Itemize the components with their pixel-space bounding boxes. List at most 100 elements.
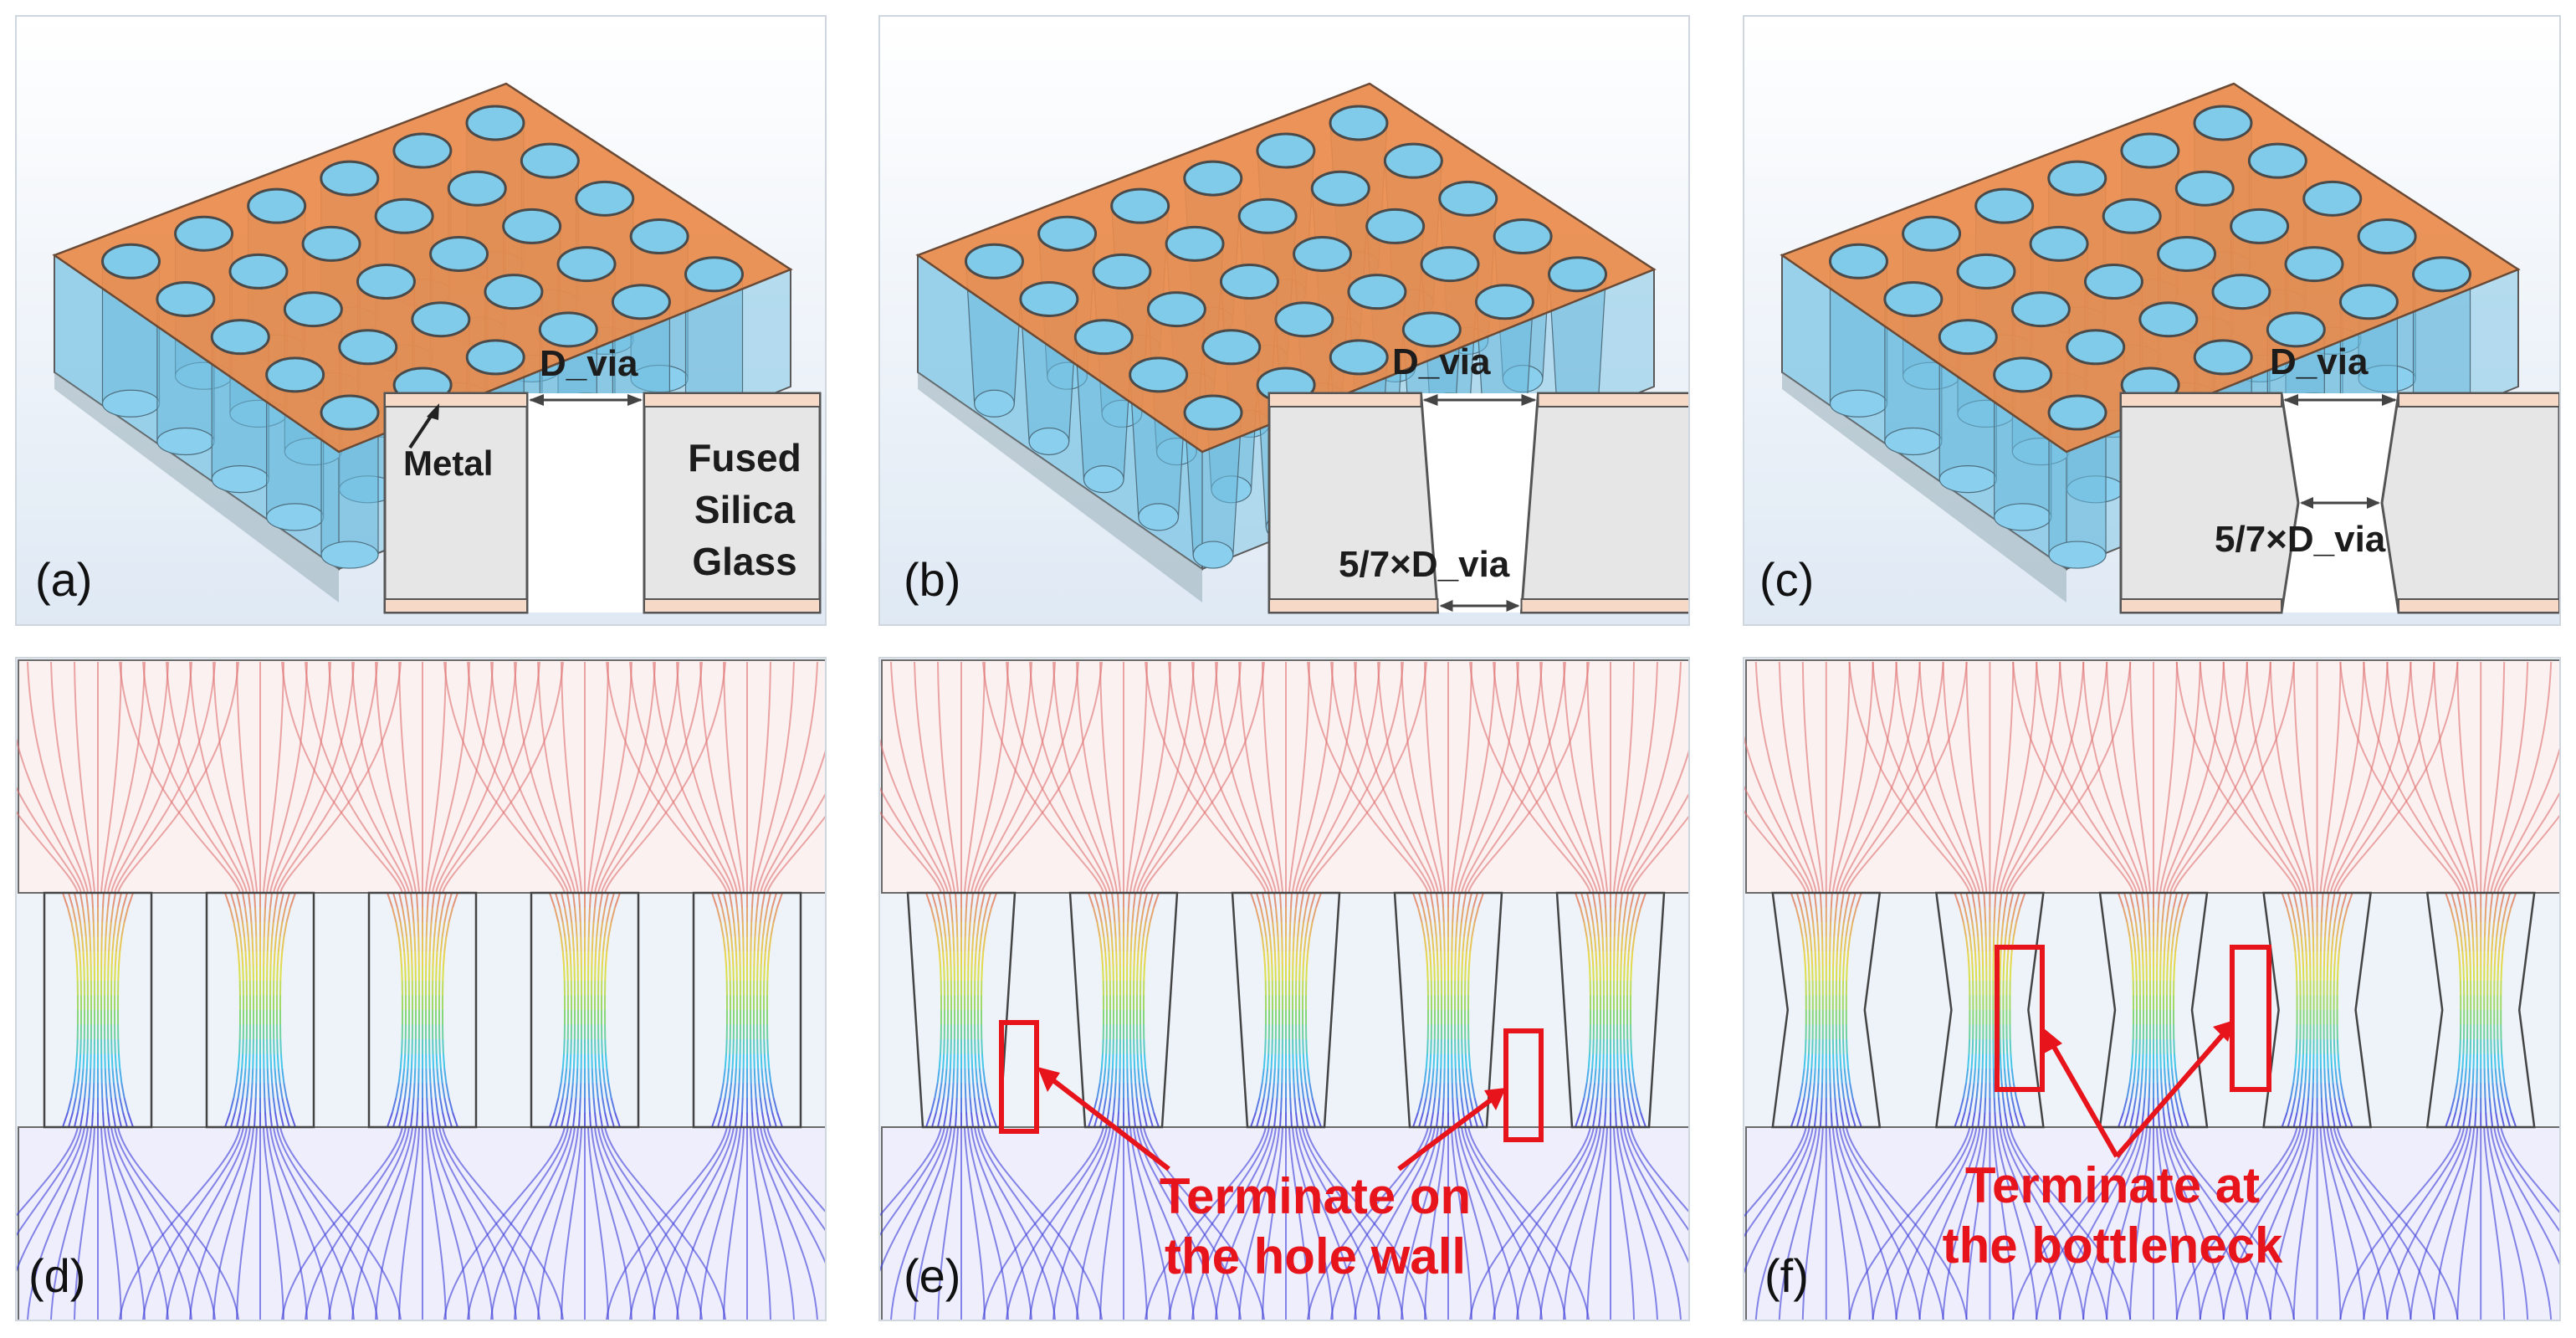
field-line [1107, 936, 1110, 952]
pointer-right [1397, 1091, 1501, 1171]
field-line [92, 1083, 95, 1099]
field-line [1600, 921, 1604, 937]
field-line [2173, 892, 2178, 908]
field-line-bottom [443, 1126, 566, 1320]
field-line [1105, 966, 1108, 982]
field-line [760, 1053, 763, 1069]
field-line [2456, 936, 2460, 952]
via-top-opening [538, 311, 598, 348]
field-line [1979, 921, 1983, 937]
field-line [566, 1038, 569, 1054]
field-line [741, 1083, 745, 1099]
field-line [2456, 1112, 2462, 1128]
field-line-bottom [1626, 1126, 1688, 1232]
field-line [1467, 1053, 1472, 1069]
via-top-opening [520, 142, 580, 179]
field-line [237, 921, 242, 937]
field-line [766, 1038, 769, 1054]
field-line [588, 907, 592, 923]
field-line [978, 907, 983, 923]
arrow-head [1521, 394, 1537, 406]
field-line [1849, 1083, 1854, 1099]
field-line [1843, 936, 1847, 952]
field-line [399, 1053, 403, 1069]
field-line [735, 892, 738, 908]
field-line [717, 1112, 723, 1128]
field-line [1270, 1053, 1273, 1069]
field-line [267, 1083, 270, 1099]
field-line-bottom [2410, 1126, 2472, 1320]
via-bottom-opening [266, 503, 325, 531]
field-line [269, 892, 273, 908]
field-line [1586, 1112, 1591, 1128]
field-line-bottom [1999, 1126, 2061, 1320]
field-line [598, 1068, 602, 1084]
field-line [2465, 1097, 2469, 1113]
field-line [726, 936, 730, 952]
arrow-head [1439, 600, 1453, 612]
field-line-bottom [281, 1126, 403, 1320]
field-line-top [1942, 661, 1984, 894]
field-line [756, 1053, 760, 1069]
field-line [432, 892, 435, 908]
field-line [1250, 892, 1257, 908]
field-line [566, 966, 569, 982]
field-line [759, 1097, 764, 1113]
field-line [568, 907, 573, 923]
inset-metal-layer [2120, 598, 2282, 613]
field-line [725, 907, 730, 923]
field-line-top [880, 738, 949, 894]
field-line [1088, 892, 1094, 908]
field-line [2010, 1068, 2015, 1084]
field-line [2296, 936, 2300, 952]
field-line [279, 1112, 284, 1128]
field-line [1300, 1112, 1304, 1128]
field-line [1625, 921, 1630, 937]
field-line-top [2106, 661, 2148, 894]
via-top-opening [1828, 243, 1888, 279]
field-line [2292, 936, 2297, 952]
field-line-top [537, 661, 579, 894]
field-line [1616, 1068, 1620, 1084]
field-line [448, 1097, 454, 1113]
inset-glass-left [383, 392, 529, 614]
field-line-bottom [110, 1126, 192, 1320]
field-line [2304, 892, 2308, 908]
arrow-head [529, 394, 544, 406]
field-line-top [723, 661, 745, 894]
field-line [2457, 951, 2461, 966]
field-line [2445, 1112, 2452, 1128]
field-line [761, 936, 764, 952]
field-line [1111, 1053, 1114, 1069]
field-line [2465, 1053, 2468, 1069]
field-line [759, 907, 764, 923]
field-line [112, 921, 117, 937]
field-line-top [2269, 661, 2312, 894]
via-top-opening [465, 105, 525, 141]
field-line-bottom [189, 1126, 251, 1320]
field-line [731, 951, 735, 966]
field-line [1111, 892, 1114, 908]
field-line [267, 921, 270, 937]
field-line [2337, 1053, 2340, 1069]
field-line [2168, 892, 2172, 908]
field-line [254, 921, 258, 937]
field-line [1305, 1038, 1308, 1054]
field-line [978, 936, 982, 952]
field-line [2464, 1068, 2467, 1084]
field-line [1304, 1083, 1309, 1099]
field-line-top [1872, 661, 1974, 894]
via-top-opening [1201, 329, 1262, 366]
field-line [1971, 1083, 1975, 1099]
field-line [2331, 1112, 2336, 1128]
field-line [2305, 1053, 2308, 1069]
field-line [1307, 1097, 1313, 1113]
field-line [1460, 907, 1465, 923]
field-line [735, 951, 738, 966]
field-line [1604, 892, 1606, 908]
field-line [1276, 1083, 1279, 1099]
field-line [982, 907, 988, 923]
field-line [2486, 936, 2490, 952]
field-line [1620, 1112, 1623, 1128]
field-line [971, 936, 975, 952]
